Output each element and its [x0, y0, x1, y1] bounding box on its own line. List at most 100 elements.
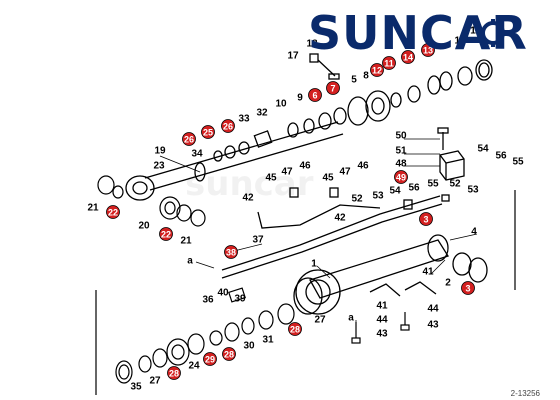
callout-56: 56: [495, 151, 507, 162]
leader-lines: [159, 138, 478, 322]
callout-label: 36: [202, 295, 214, 306]
callout-41: 41: [422, 267, 434, 278]
callout-label: 41: [376, 301, 388, 312]
rod-end-bushings: [97, 175, 206, 227]
callout-1: 1: [311, 259, 317, 270]
callout-37: 37: [252, 235, 264, 246]
callout-35: 35: [130, 382, 142, 393]
callout-badge: [203, 352, 217, 366]
frame-lines: [95, 190, 516, 395]
callout-39: 39: [234, 294, 246, 305]
callout-label: 44: [376, 315, 388, 326]
callout-label: 40: [217, 288, 229, 299]
callout-label: 3: [465, 284, 470, 294]
callout-54: 54: [477, 144, 489, 155]
callout-31: 31: [262, 335, 274, 346]
callout-label: 20: [138, 221, 150, 232]
callout-label: 35: [130, 382, 142, 393]
callout-44: 44: [427, 304, 439, 315]
callout-55: 55: [427, 179, 439, 190]
callout-4: 4: [471, 227, 477, 238]
callout-label: a: [187, 256, 193, 267]
callout-19: 19: [154, 146, 166, 157]
callout-label: 41: [422, 267, 434, 278]
callout-44: 44: [376, 315, 388, 326]
callout-label: 32: [256, 108, 268, 119]
callout-label: 51: [395, 146, 407, 157]
callout-28: 28: [288, 322, 302, 336]
callout-53: 53: [372, 191, 384, 202]
callout-24: 24: [188, 361, 200, 372]
callout-a: a: [187, 256, 193, 267]
callout-badge: [201, 125, 215, 139]
callout-badge: [221, 119, 235, 133]
callout-41: 41: [376, 301, 388, 312]
callout-46: 46: [357, 161, 369, 172]
callout-33: 33: [238, 114, 250, 125]
callout-label: 56: [495, 151, 507, 162]
callout-badge: [159, 227, 173, 241]
callout-label: 27: [149, 376, 161, 387]
callout-label: 39: [234, 294, 246, 305]
callout-label: 27: [314, 315, 326, 326]
top-seal-cluster: [213, 53, 493, 162]
callout-7: 7: [326, 81, 340, 95]
callout-3: 3: [461, 281, 475, 295]
callout-label: 25: [203, 128, 213, 138]
callout-badge: [461, 281, 475, 295]
callout-label: a: [348, 313, 354, 324]
callout-badge: [326, 81, 340, 95]
callout-label: 7: [330, 84, 335, 94]
callout-22: 22: [159, 227, 173, 241]
callout-badge: [224, 245, 238, 259]
callout-label: 8: [363, 71, 369, 82]
callout-badge: [382, 56, 396, 70]
lower-seal-cluster: [115, 287, 410, 384]
callout-label: 31: [262, 335, 274, 346]
callout-38: 38: [224, 245, 238, 259]
callout-29: 29: [203, 352, 217, 366]
gear-icon: [479, 19, 507, 47]
callout-label: 47: [281, 167, 293, 178]
callout-label: 5: [351, 75, 357, 86]
callout-label: 43: [427, 320, 439, 331]
callout-label: 50: [395, 131, 407, 142]
callout-26: 26: [182, 132, 196, 146]
callout-label: 43: [376, 329, 388, 340]
callout-26: 26: [221, 119, 235, 133]
callout-9: 9: [297, 93, 303, 104]
callout-52: 52: [449, 179, 461, 190]
callout-11: 11: [382, 56, 396, 70]
callout-label: 22: [161, 230, 171, 240]
callout-2: 2: [445, 278, 451, 289]
callout-label: 9: [297, 93, 303, 104]
callout-label: 45: [265, 173, 277, 184]
callout-8: 8: [363, 71, 369, 82]
callout-label: 10: [275, 99, 287, 110]
callout-label: 55: [427, 179, 439, 190]
callout-label: 37: [252, 235, 264, 246]
callout-42: 42: [334, 213, 346, 224]
callout-14: 14: [401, 50, 415, 64]
callout-34: 34: [191, 149, 203, 160]
callout-53: 53: [467, 185, 479, 196]
callout-badge: [182, 132, 196, 146]
callout-badge: [308, 88, 322, 102]
callout-13: 13: [421, 43, 435, 57]
callout-label: 17: [287, 51, 299, 62]
callout-label: 12: [372, 66, 382, 76]
callout-45: 45: [322, 173, 334, 184]
callout-5: 5: [351, 75, 357, 86]
callout-50: 50: [395, 131, 407, 142]
callout-label: 28: [290, 325, 300, 335]
callout-label: 52: [449, 179, 461, 190]
callout-badge: [370, 63, 384, 77]
callout-label: 21: [180, 236, 192, 247]
callout-badge: [419, 212, 433, 226]
callout-label: 28: [224, 350, 234, 360]
callout-label: 21: [87, 203, 99, 214]
callout-47: 47: [339, 167, 351, 178]
callout-label: 45: [322, 173, 334, 184]
callout-12: 12: [370, 63, 384, 77]
